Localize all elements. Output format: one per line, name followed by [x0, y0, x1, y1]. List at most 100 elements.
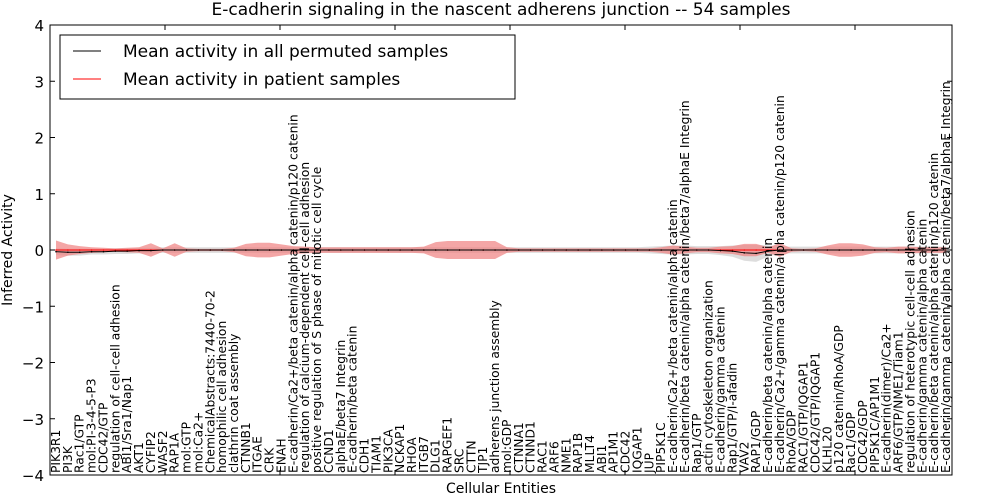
data-point — [767, 249, 769, 251]
data-point — [126, 249, 128, 251]
x-tick-label: CDC42/GTP — [96, 403, 110, 473]
y-tick-label: −3 — [22, 411, 44, 429]
data-point — [850, 249, 852, 251]
x-tick-label: mol:Ca2+ — [191, 412, 205, 473]
data-point — [897, 249, 900, 251]
legend-box — [59, 34, 516, 100]
data-point — [696, 249, 698, 251]
data-point — [921, 249, 924, 251]
data-point — [351, 249, 354, 251]
x-tick-label: CDC42/GTP/IQGAP1 — [808, 352, 822, 473]
data-point — [328, 249, 330, 251]
y-tick-label: −1 — [22, 298, 44, 316]
x-tick-label: E-cadherin/beta catenin — [346, 326, 360, 473]
data-point — [541, 249, 544, 251]
data-point — [78, 249, 81, 251]
data-point — [55, 249, 57, 251]
data-point — [387, 249, 390, 251]
data-point — [470, 249, 473, 251]
x-tick-label: WASF2 — [156, 430, 170, 473]
x-tick-label: RAP1/GDP — [749, 411, 763, 473]
x-tick-label: ITGB7 — [417, 436, 431, 473]
data-point — [150, 249, 152, 252]
data-point — [102, 249, 105, 251]
x-tick-label: CRK — [263, 447, 277, 473]
data-point — [826, 249, 829, 251]
data-point — [494, 249, 496, 251]
data-point — [67, 251, 69, 254]
x-tick-label: alphaE/beta7 Integrin — [334, 340, 348, 473]
data-point — [885, 249, 888, 251]
x-tick-label: TJP1 — [476, 447, 490, 474]
x-tick-label: regulation of heterotypic cell-cell adhe… — [903, 210, 917, 473]
data-point — [589, 249, 591, 251]
x-tick-label: adherens junction assembly — [488, 300, 502, 473]
x-tick-label: RhoA/GDP — [785, 410, 799, 473]
data-point — [506, 249, 508, 251]
y-tick-label: 3 — [34, 73, 44, 91]
data-point — [862, 249, 864, 251]
data-point — [743, 249, 746, 251]
data-point — [482, 249, 485, 251]
data-point — [577, 249, 579, 251]
data-point — [790, 249, 793, 251]
data-point — [446, 249, 449, 251]
legend: Mean activity in all permuted samples Me… — [59, 34, 516, 100]
data-point — [814, 249, 817, 251]
x-tick-label: PI3K — [61, 445, 75, 473]
data-point — [636, 249, 639, 251]
data-point — [245, 249, 247, 251]
data-point — [672, 249, 674, 251]
x-tick-label: E-cadherin/gamma catenin/alpha catenin/b… — [939, 81, 953, 473]
data-point — [518, 249, 520, 251]
chart-title: E-cadherin signaling in the nascent adhe… — [212, 0, 791, 20]
data-point — [802, 249, 805, 251]
data-point — [316, 249, 318, 251]
data-point — [363, 249, 366, 251]
data-point — [933, 249, 935, 251]
data-point — [755, 249, 757, 251]
data-point — [707, 249, 710, 251]
x-tick-label: E-cadherin/gamma catenin — [714, 306, 728, 473]
data-point — [304, 249, 307, 251]
x-tick-label: CTNNB1 — [239, 422, 253, 473]
plot-frame — [49, 24, 953, 476]
legend-label-permuted: Mean activity in all permuted samples — [123, 42, 448, 62]
x-tick-label: RAPGEF1 — [441, 417, 455, 473]
data-point — [648, 249, 651, 251]
data-point — [280, 249, 283, 251]
x-tick-label: ARF6/GTP/NME1/Tiam1 — [892, 331, 906, 473]
x-tick-label: RAC1 — [536, 440, 550, 473]
data-point — [221, 249, 223, 251]
x-tick-label: ABI1 — [595, 445, 609, 473]
y-tick-label: −4 — [22, 467, 44, 485]
data-point — [90, 250, 93, 253]
data-point — [779, 249, 781, 251]
x-axis-label: Cellular Entities — [446, 481, 556, 497]
x-tick-label: E-cadherin(dimer)/Ca2+ — [880, 323, 894, 473]
x-tick-label: mol:GTP — [180, 422, 194, 473]
data-point — [874, 249, 876, 251]
data-point — [292, 249, 295, 251]
x-tick-label: E-cadherin/beta catenin/alpha catenin — [761, 238, 775, 473]
data-point — [909, 249, 912, 251]
x-tick-label: PIP5K1C — [654, 422, 668, 473]
x-tick-label: PIK3R1 — [49, 430, 63, 473]
x-tick-label: E-cadherin/Ca2+/beta catenin/alpha caten… — [286, 114, 300, 473]
data-point — [731, 250, 734, 252]
data-point — [612, 249, 615, 251]
data-point — [743, 252, 746, 254]
x-tick-label: clathrin coat assembly — [227, 334, 241, 473]
x-tick-label: CYFIP2 — [144, 431, 158, 473]
legend-label-patient: Mean activity in patient samples — [123, 70, 400, 90]
y-tick-label: 2 — [34, 130, 44, 148]
x-tick-label: p120 catenin/RhoA/GDP — [832, 325, 846, 473]
x-tick-label: DLG1 — [429, 439, 443, 473]
data-point — [185, 249, 188, 251]
x-tick-label: RHOA — [405, 437, 419, 473]
x-tick-label: regulation of cell-cell adhesion — [108, 284, 122, 473]
x-tick-label: CDC42/GDP — [856, 400, 870, 473]
data-point — [197, 249, 200, 251]
x-tick-label: E-cadherin/beta catenin/alpha catenin/be… — [678, 100, 692, 473]
